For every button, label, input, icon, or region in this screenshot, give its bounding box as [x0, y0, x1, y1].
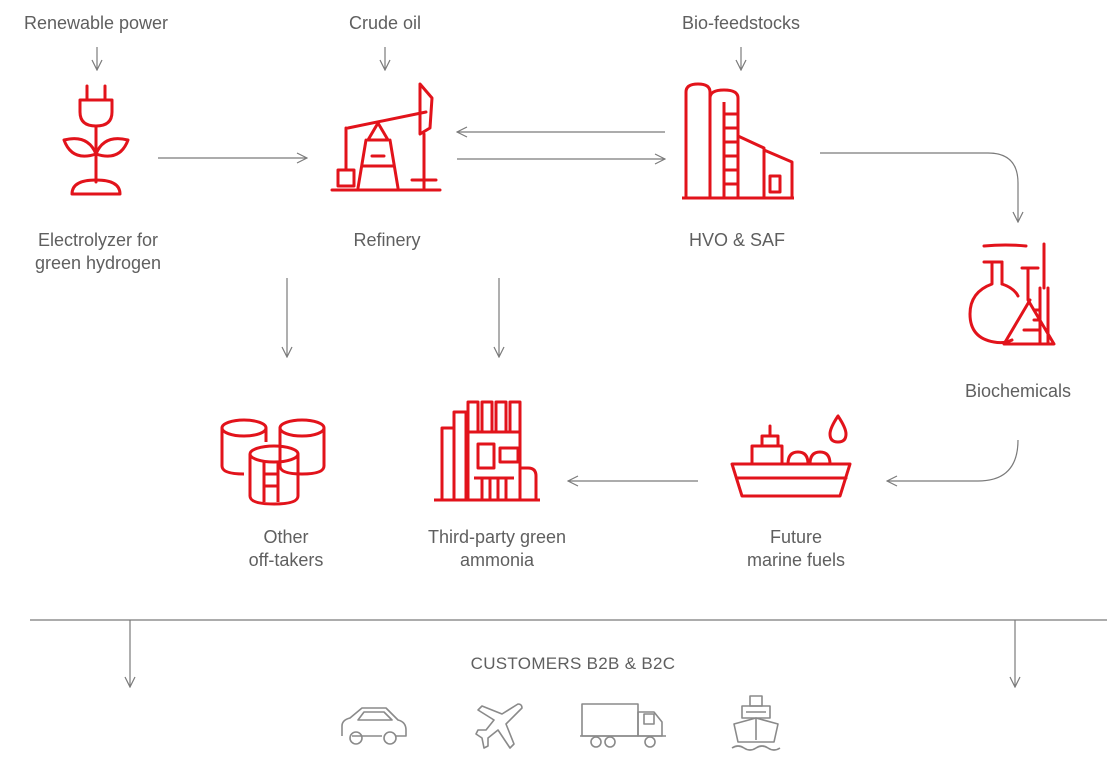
offtakers-label: Other off-takers: [248, 527, 324, 570]
storage-tanks-icon: [220, 418, 326, 506]
car-icon: [341, 707, 407, 745]
electrolyzer-label: Electrolyzer for green hydrogen: [34, 230, 162, 273]
arrow-biochem-marine: [887, 439, 1019, 481]
plane-icon: [475, 703, 523, 749]
pumpjack-icon: [330, 82, 442, 192]
marine-fuels-label: Future marine fuels: [746, 527, 846, 570]
input-renewable-power: Renewable power: [23, 13, 169, 33]
truck-icon: [580, 703, 666, 748]
biochemicals-label: Biochemicals: [964, 381, 1072, 401]
refinery-label: Refinery: [353, 230, 421, 250]
silo-factory-icon: [682, 82, 794, 200]
plug-plant-icon: [62, 84, 130, 196]
chemical-plant-icon: [434, 400, 540, 502]
input-bio-feedstocks: Bio-feedstocks: [681, 13, 801, 33]
tanker-ship-icon: [730, 414, 852, 498]
hvo-saf-label: HVO & SAF: [688, 230, 786, 250]
cruise-ship-icon: [731, 695, 781, 751]
ammonia-label: Third-party green ammonia: [427, 527, 567, 570]
input-crude-oil: Crude oil: [348, 13, 422, 33]
arrow-hvo-biochemicals: [820, 152, 1018, 222]
flasks-icon: [968, 242, 1056, 346]
customers-label: CUSTOMERS B2B & B2C: [470, 654, 676, 673]
